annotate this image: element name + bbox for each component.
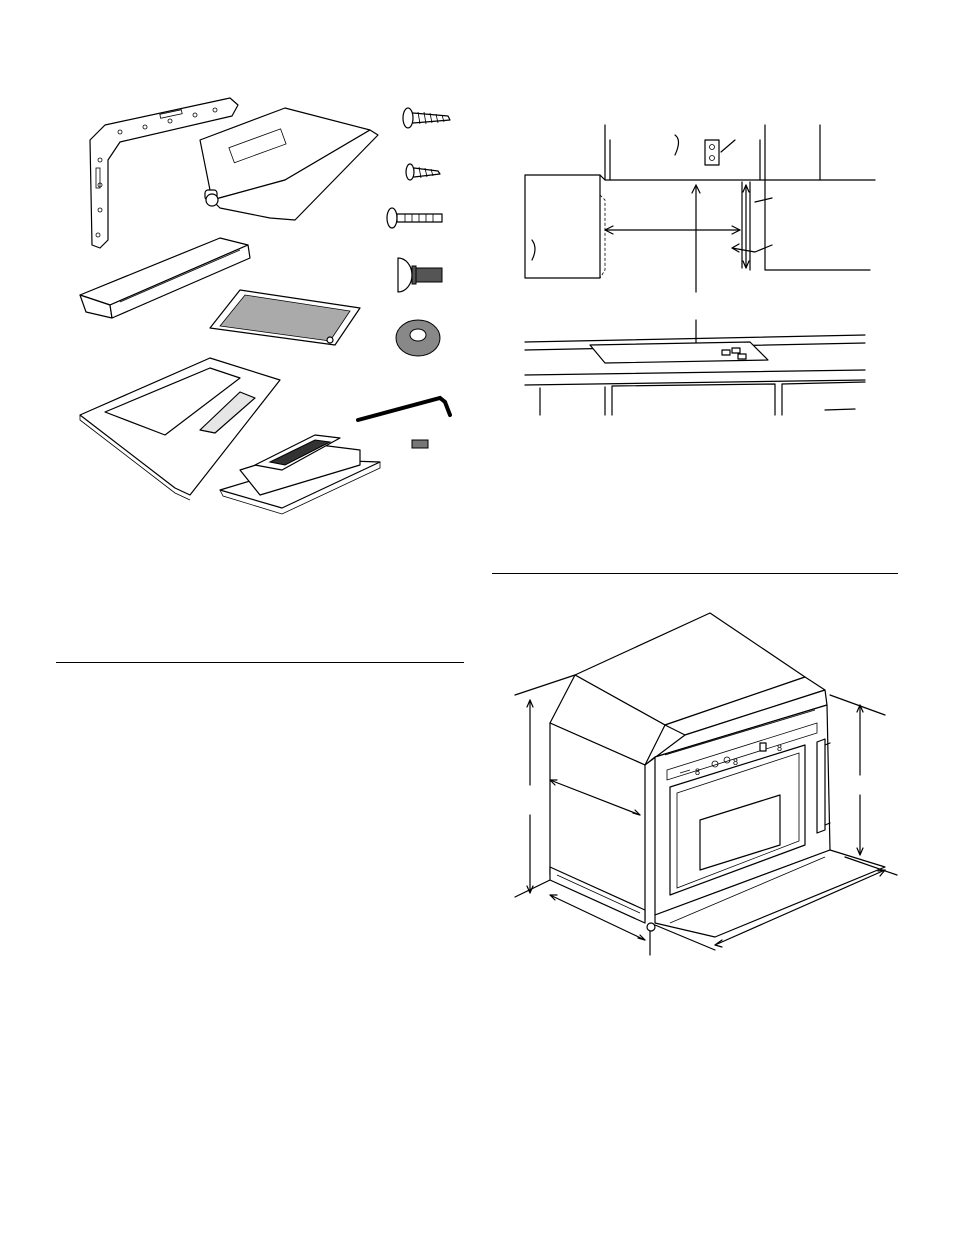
cabinet-clearance-diagram (510, 120, 890, 420)
vent-hinge-panel (199, 107, 379, 221)
left-cabinet (524, 174, 606, 279)
screw-small (405, 163, 441, 181)
hex-key (356, 395, 452, 422)
oven-dimensions-diagram: 8 8 8 (505, 605, 905, 965)
countertop (524, 334, 866, 364)
screw-large (402, 107, 451, 129)
parts-illustration (60, 90, 460, 520)
oven-base (549, 849, 886, 938)
set-screw (411, 439, 429, 449)
dome-bolt (397, 257, 443, 293)
duct-channel (79, 237, 251, 319)
section-divider-left (56, 662, 464, 663)
upper-cabinet (604, 124, 821, 181)
svg-text:8: 8 (733, 757, 738, 767)
washer (395, 319, 441, 357)
dimension-arrows (604, 184, 773, 359)
damper-box (219, 434, 381, 515)
lower-cabinets (524, 369, 866, 416)
oven-door (669, 738, 831, 896)
svg-text:8: 8 (695, 767, 700, 777)
mounting-bracket (89, 97, 239, 249)
section-divider-right (492, 573, 898, 574)
grease-filter (209, 289, 361, 346)
bolt (386, 207, 443, 229)
dimension-lines (514, 674, 898, 956)
svg-text:8: 8 (777, 743, 782, 753)
vent-plate (79, 357, 281, 501)
right-cabinet (741, 179, 876, 271)
